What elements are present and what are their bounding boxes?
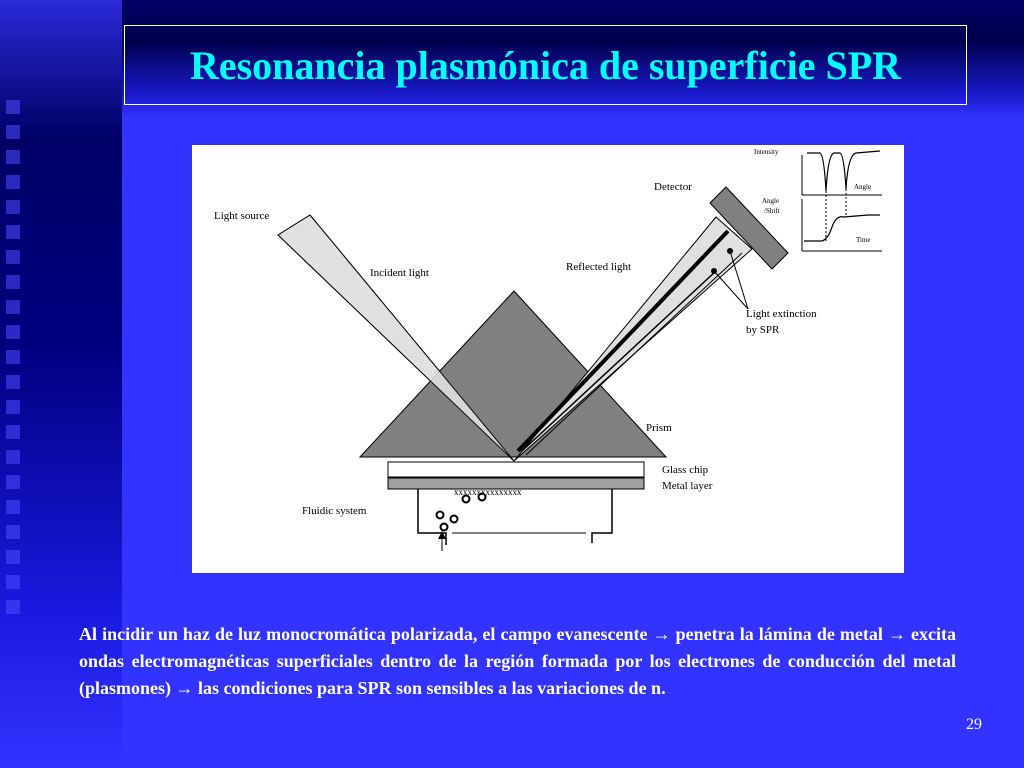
- analyte-molecule: [439, 522, 449, 532]
- analyte-molecule: [449, 514, 459, 524]
- intensity-curve: [807, 150, 881, 192]
- label-incident-light: Incident light: [370, 267, 429, 279]
- label-prism: Prism: [646, 422, 672, 434]
- label-light-source: Light source: [214, 210, 269, 222]
- caption-part-3: excita ondas electromagnéticas superfici…: [79, 624, 957, 698]
- caption-part-1: Al incidir un haz de luz monocromática p…: [79, 624, 648, 644]
- graph-bottom-ylabel-2: /Shift: [764, 207, 780, 215]
- label-light-extinction: Light extinction: [746, 308, 817, 320]
- analyte-molecule: [477, 492, 487, 502]
- analyte-molecule: [435, 510, 445, 520]
- graph-bottom-xlabel: Time: [856, 236, 871, 244]
- graph-bottom-ylabel-1: Angle: [762, 197, 779, 205]
- spr-diagram: xxxxxxxxxxxxxxx Light source Incident li…: [192, 145, 904, 573]
- label-detector: Detector: [654, 181, 692, 193]
- graph-top-ylabel: Intensity: [754, 148, 779, 156]
- detector: [709, 186, 789, 270]
- fluidic-channel-right: [591, 489, 613, 543]
- arrow-symbol: →: [175, 678, 194, 698]
- arrow-symbol: →: [887, 624, 906, 644]
- page-number: 29: [966, 716, 982, 733]
- extinction-pointer-1: [729, 250, 749, 310]
- shift-curve: [804, 214, 880, 242]
- incident-light-beam-in-prism: [277, 214, 515, 462]
- top-decorative-band: [122, 0, 1024, 118]
- label-glass-chip: Glass chip: [662, 464, 709, 476]
- inset-graphs: Intensity Angle Angle /Shift Time: [754, 148, 882, 252]
- analyte-molecule: [461, 494, 471, 504]
- glass-chip: [387, 461, 645, 478]
- spr-beam-line: [525, 252, 743, 456]
- graph-top-xlabel: Angle: [854, 183, 871, 191]
- extinction-dot-2: [711, 268, 717, 274]
- label-reflected-light: Reflected light: [566, 261, 631, 273]
- arrow-symbol: →: [652, 624, 671, 644]
- inlet-arrow-head: [438, 531, 446, 539]
- metal-layer: [387, 477, 645, 490]
- label-by-spr: by SPR: [746, 324, 780, 336]
- extinction-pointer-2: [713, 270, 749, 310]
- slide-title: Resonancia plasmónica de superficie SPR: [189, 42, 902, 88]
- left-decorative-band: [0, 0, 122, 768]
- title-box: Resonancia plasmónica de superficie SPR: [124, 25, 967, 105]
- spr-dark-line-1: [516, 229, 730, 453]
- decorative-squares: [6, 100, 26, 625]
- caption-part-4: las condiciones para SPR son sensibles a…: [198, 678, 666, 698]
- prism: [358, 290, 668, 458]
- extinction-dot-1: [727, 248, 733, 254]
- spr-dark-line-2: [521, 270, 717, 452]
- label-fluidic-system: Fluidic system: [302, 505, 367, 517]
- caption-paragraph: Al incidir un haz de luz monocromática p…: [79, 621, 956, 702]
- caption-part-2: penetra la lámina de metal: [675, 624, 883, 644]
- ligand-marks: xxxxxxxxxxxxxxx: [454, 487, 522, 497]
- label-metal-layer: Metal layer: [662, 480, 713, 492]
